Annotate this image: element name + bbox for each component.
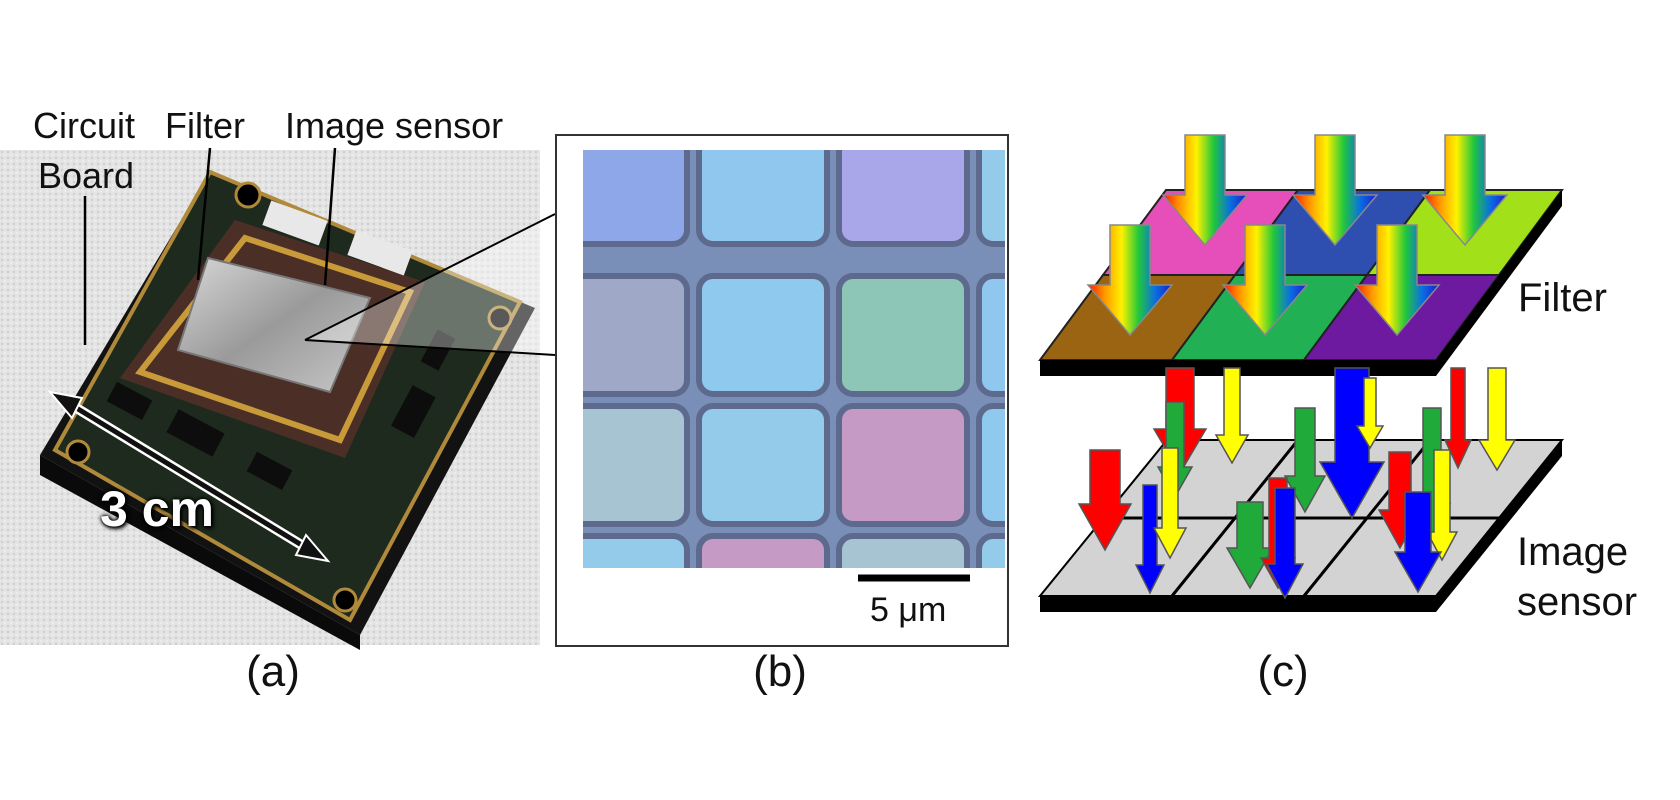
rainbow-arrow	[1221, 224, 1309, 337]
rainbow-arrow	[1086, 224, 1174, 337]
blue-arrow	[1134, 484, 1166, 595]
label-filter-layer: Filter	[1518, 276, 1607, 320]
label-image-sensor-line2: sensor	[1517, 580, 1638, 624]
dimension-label: 3 cm	[100, 481, 214, 537]
filter-tile	[583, 273, 690, 397]
scale-bar-label: 5 μm	[870, 591, 947, 629]
green-arrow	[1283, 407, 1327, 514]
caption-b: (b)	[753, 647, 807, 696]
caption-a: (a)	[246, 647, 300, 696]
filter-tile	[836, 403, 970, 527]
red-arrow	[1443, 367, 1473, 470]
label-image-sensor: Image sensor	[285, 105, 504, 146]
filter-mosaic	[583, 150, 1005, 568]
filter-tile	[583, 403, 690, 527]
schematic-panel	[1037, 134, 1565, 612]
label-circuit-board-line1: Circuit	[33, 105, 136, 146]
caption-c: (c)	[1257, 647, 1309, 696]
filter-glass	[176, 256, 372, 394]
filter-tile	[836, 273, 970, 397]
filter-tile	[976, 403, 1005, 527]
dimension-arrow	[47, 390, 331, 563]
label-filter: Filter	[165, 105, 245, 146]
label-image-sensor-line1: Image	[1517, 530, 1629, 574]
filter-tile	[696, 150, 830, 247]
yellow-arrow	[1477, 367, 1517, 472]
transmitted-light-arrows	[1077, 367, 1517, 600]
label-circuit-board-line2: Board	[38, 155, 135, 196]
rainbow-arrow	[1353, 224, 1441, 337]
rainbow-arrow	[1421, 134, 1509, 247]
blue-arrow	[1265, 487, 1305, 600]
yellow-arrow	[1152, 447, 1188, 560]
yellow-arrow	[1425, 449, 1459, 562]
filter-tile	[583, 533, 690, 568]
incident-light-arrows	[1086, 134, 1509, 337]
green-arrow	[1225, 501, 1275, 590]
rainbow-arrow	[1161, 134, 1249, 247]
filter-tile	[976, 533, 1005, 568]
yellow-arrow	[1355, 377, 1385, 450]
micrograph-panel	[555, 134, 1009, 647]
blue-arrow	[1393, 491, 1443, 594]
filter-tile	[836, 533, 970, 568]
filter-tile	[836, 150, 970, 247]
filter-tile	[976, 273, 1005, 397]
filter-tile	[696, 273, 830, 397]
filter-tile	[696, 533, 830, 568]
filter-tile	[976, 150, 1005, 247]
yellow-arrow	[1214, 367, 1250, 465]
label-leaders	[83, 147, 337, 345]
zoom-callout	[304, 213, 556, 356]
filter-tile	[583, 150, 690, 247]
filter-tile	[696, 403, 830, 527]
device-photo	[0, 150, 540, 650]
red-arrow	[1077, 449, 1133, 552]
rainbow-arrow	[1291, 134, 1379, 247]
